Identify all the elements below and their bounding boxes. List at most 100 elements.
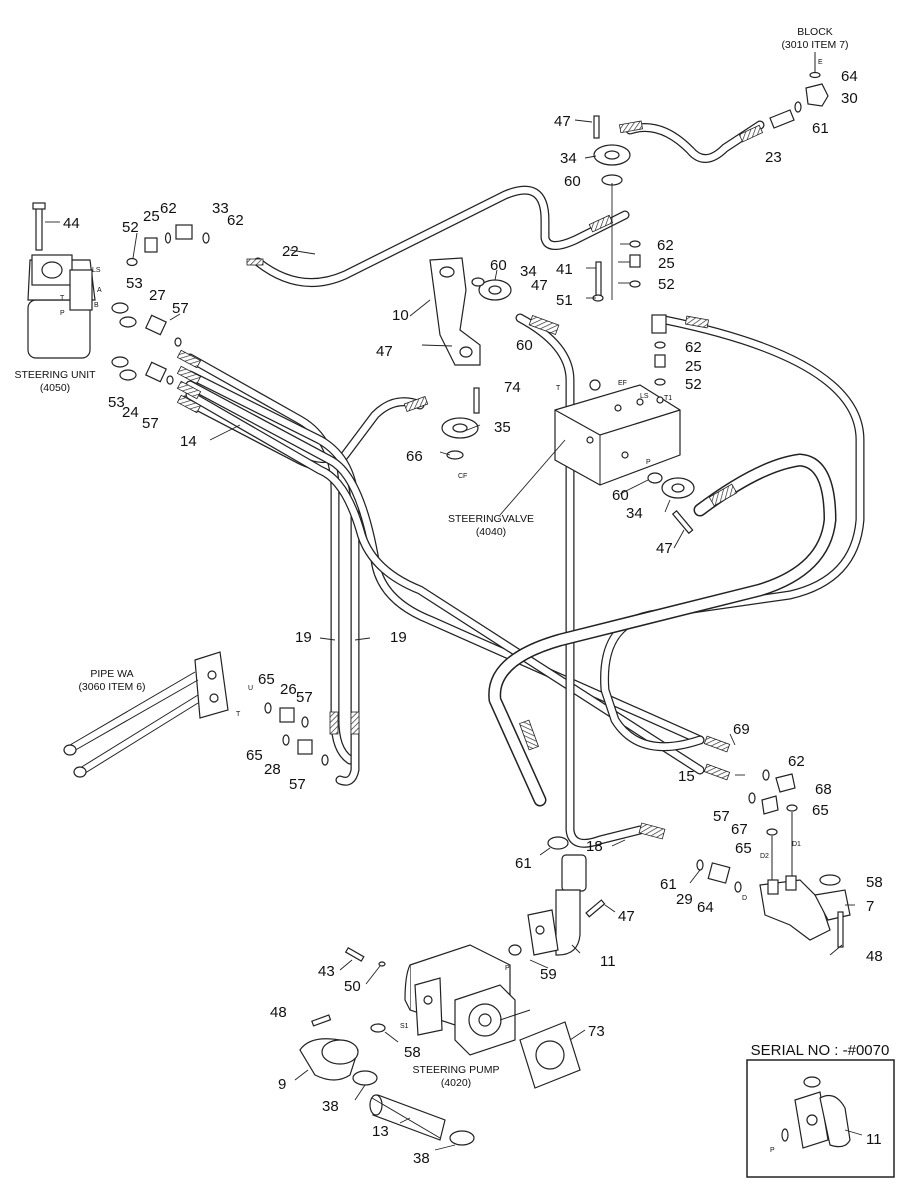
callout-29: 29 [676,891,693,908]
fittings-68-67 [748,769,798,890]
callout-60: 60 [612,487,629,504]
port-t-unit: T [60,295,65,302]
callout-10: 10 [392,307,409,324]
callout-47: 47 [554,113,571,130]
callout-59: 59 [540,966,557,983]
callout-61: 61 [515,855,532,872]
callout-47: 47 [376,343,393,360]
callout-66: 66 [406,448,423,465]
port-d2: D2 [760,853,769,860]
hose-sleeves [176,120,764,840]
block-label: BLOCK [797,26,833,38]
pipe-18 [515,313,645,848]
serial-label: SERIAL NO : -#0070 [751,1042,890,1059]
callout-11: 11 [600,953,616,970]
port-d1: D1 [792,841,801,848]
port-ls-unit: LS [92,267,101,274]
callout-52: 52 [685,376,702,393]
callout-65: 65 [246,747,263,764]
callout-47: 47 [531,277,548,294]
callout-64: 64 [697,899,714,916]
port-ef: EF [618,380,627,387]
callout-57: 57 [172,300,189,317]
pipe-15 [185,390,705,775]
callout-53: 53 [126,275,143,292]
pipe-22 [253,185,630,288]
block-fitting [769,52,829,129]
pipe-23 [625,120,765,163]
callout-41: 41 [556,261,573,278]
pipe-wa-ref: (3060 ITEM 6) [78,681,145,693]
callout-65: 65 [258,671,275,688]
suction-parts [299,1038,475,1146]
steering-pump-label: STEERING PUMP [413,1064,500,1076]
callout-13: 13 [372,1123,389,1140]
callout-34: 34 [560,150,577,167]
callout-50: 50 [344,978,361,995]
hose-pump-outlet [488,453,837,807]
pipe-d1-loop [600,315,865,752]
callout-57: 57 [289,776,306,793]
port-d: D [742,895,747,902]
callout-53: 53 [108,394,125,411]
callout-73: 73 [588,1023,605,1040]
callout-38: 38 [413,1150,430,1167]
callout-74: 74 [504,379,521,396]
port-p-inset: P [770,1147,775,1154]
part-callouts: 64 30 61 23 47 34 60 44 52 25 62 33 62 2… [63,68,883,1167]
gasket-73 [519,1021,581,1089]
callout-62: 62 [227,212,244,229]
callout-51: 51 [556,292,573,309]
callout-61: 61 [812,120,829,137]
callout-9: 9 [278,1076,286,1093]
callout-33: 33 [212,200,229,217]
steering-unit-label: STEERING UNIT [14,369,96,381]
callout-62: 62 [685,339,702,356]
steering-valve [554,379,681,486]
pump-small-parts [311,944,522,1033]
callout-57: 57 [142,415,159,432]
port-t-pipe: T [236,711,241,718]
port-t1: T1 [664,395,672,402]
assembly-labels: BLOCK (3010 ITEM 7) STEERING UNIT (4050)… [14,26,889,1089]
callout-14: 14 [180,433,197,450]
callout-19: 19 [295,629,312,646]
callout-27: 27 [149,287,166,304]
flange-35 [441,387,480,460]
steering-valve-ref: (4040) [476,526,506,538]
callout-62: 62 [657,237,674,254]
callout-43: 43 [318,963,335,980]
callout-52: 52 [122,219,139,236]
port-p-unit: P [60,310,65,317]
callout-15: 15 [678,768,695,785]
fittings-29-61-64 [696,859,742,893]
elbow-7 [759,874,851,948]
pipe-19-left [185,353,355,765]
port-cf: CF [458,473,467,480]
callout-64: 64 [841,68,858,85]
leader-lines [45,119,863,1151]
callout-25: 25 [685,358,702,375]
callout-69: 69 [733,721,750,738]
port-e: E [818,59,823,66]
port-s1: S1 [400,1023,409,1030]
callout-65: 65 [812,802,829,819]
callout-67: 67 [731,821,748,838]
pipe-wa-label: PIPE WA [90,668,133,680]
callout-34: 34 [626,505,643,522]
callout-47: 47 [618,908,635,925]
callout-58: 58 [866,874,883,891]
port-a: A [97,287,102,294]
callout-30: 30 [841,90,858,107]
callout-23: 23 [765,149,782,166]
callout-18: 18 [586,838,603,855]
callout-68: 68 [815,781,832,798]
steering-unit [27,202,96,359]
callout-60: 60 [564,173,581,190]
callout-60: 60 [516,337,533,354]
callout-19: 19 [390,629,407,646]
callout-61: 61 [660,876,677,893]
pipe-11 [527,836,606,956]
callout-62: 62 [160,200,177,217]
block-ref: (3010 ITEM 7) [781,39,848,51]
